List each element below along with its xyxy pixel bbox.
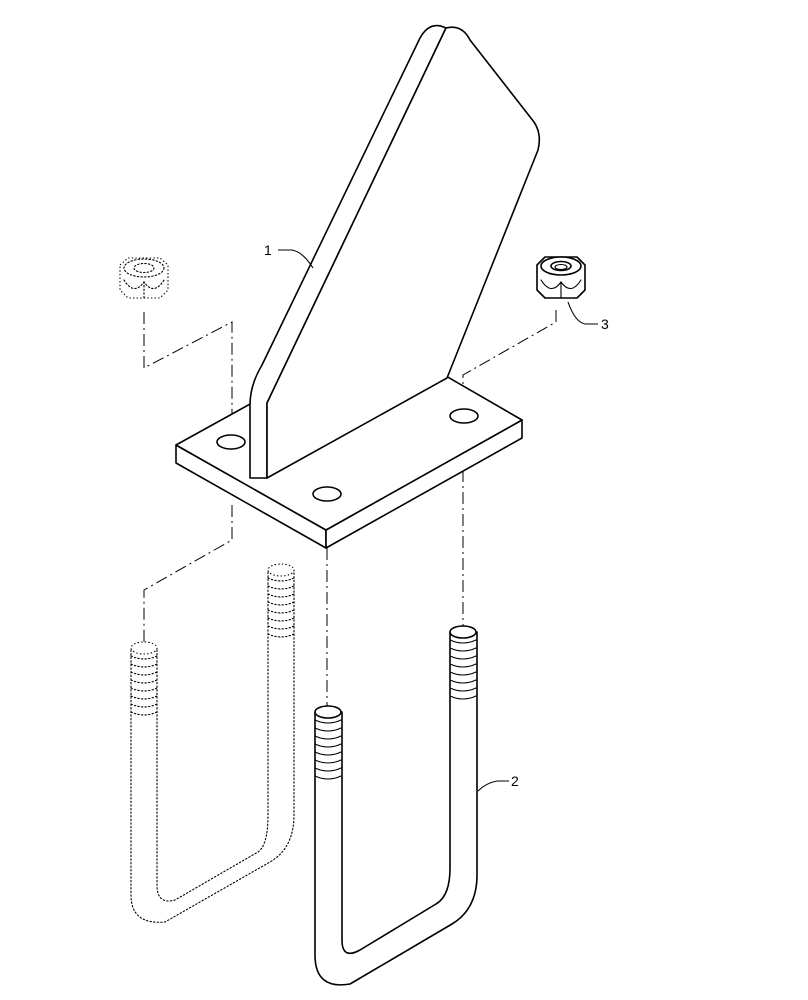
callout-leader-3 <box>567 301 598 325</box>
bracket-blade-face <box>266 26 541 479</box>
u-bolt-end-left <box>314 705 342 719</box>
centerline-left-nut <box>143 312 233 440</box>
bracket-assembly <box>175 24 541 549</box>
callout-leader-1 <box>278 249 314 269</box>
phantom-nut-hole <box>133 262 155 274</box>
callout-leader-2 <box>477 780 509 792</box>
phantom-u-bolt-end-right <box>267 563 295 577</box>
phantom-u-bolt-end-left <box>130 641 158 655</box>
plate-hole-left <box>216 434 246 450</box>
centerline-left-bolt <box>143 505 233 645</box>
phantom-u-bolt-inner <box>156 569 269 902</box>
u-bolt-thread-right <box>449 639 477 700</box>
u-bolt-thread-left <box>314 719 342 780</box>
u-bolt-end-right <box>449 625 477 639</box>
phantom-thread-left <box>130 655 158 716</box>
phantom-u-bolt <box>130 563 295 923</box>
lock-nut <box>536 256 586 299</box>
u-bolt-body <box>314 631 478 986</box>
plate-hole-front <box>312 486 342 502</box>
phantom-u-bolt-outer <box>130 569 295 923</box>
phantom-nut-top <box>123 258 165 278</box>
plate-hole-right <box>449 408 479 424</box>
callouts: 1 2 3 <box>264 242 609 792</box>
phantom-thread-right <box>267 577 295 638</box>
callout-1: 1 <box>264 242 272 258</box>
phantom-nut-body <box>119 257 169 299</box>
callout-3: 3 <box>601 316 609 332</box>
phantom-nut <box>119 257 169 299</box>
callout-2: 2 <box>511 773 519 789</box>
u-bolt <box>314 625 478 986</box>
